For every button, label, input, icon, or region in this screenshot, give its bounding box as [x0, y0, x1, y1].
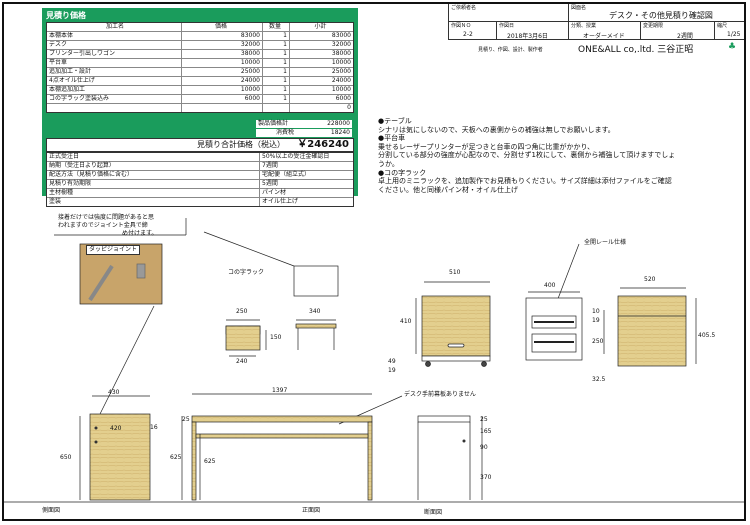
dim-label: 625: [170, 454, 182, 461]
dim-label: 10: [592, 308, 600, 315]
note-line: うか。: [378, 159, 399, 168]
estimate-title: 見積り価格: [46, 11, 86, 20]
dim-label: 32.5: [592, 376, 606, 383]
joint-label: タッピジョイント: [86, 245, 141, 255]
drawing-name-cell: 図面名 デスク・その他見積り確認図: [568, 4, 744, 22]
note-line: 卓上用のミニラックを、追加製作でお見積もりください。サイズ詳細は添付ファイルをご…: [378, 177, 672, 186]
table-row: 塗装オイル仕上げ: [49, 198, 299, 206]
drawing-name: デスク・その他見積り確認図: [609, 11, 713, 20]
grand-total-row: 見積り合計価格（税込） ￥246240: [46, 138, 354, 152]
notes: ●テーブル シナリは気にしないので、天板への裏側からの補強は無しでお願いします。…: [378, 117, 744, 194]
note-line: 乗せるレーザープリンターが足つきと台車の四つ角に比重がかかり、: [378, 142, 595, 151]
client-cell: ご依頼者名: [448, 4, 568, 22]
dim-label: 250: [236, 308, 248, 315]
dim-label: 430: [108, 389, 120, 396]
dim-label: 410: [400, 318, 412, 325]
note-line: シナリは気にしないので、天板への裏側からの補強は無しでお願いします。: [378, 125, 615, 134]
front-view-label: 正面図: [302, 507, 321, 514]
technical-drawing: [4, 218, 744, 503]
dim-label: 250: [592, 338, 604, 345]
product-total-row: 製品価格計 228000: [256, 120, 352, 128]
dim-label: 400: [544, 282, 556, 289]
dim-label: 25: [182, 416, 190, 423]
note-line: ●コの字ラック: [378, 168, 427, 177]
dim-label: 370: [480, 474, 492, 481]
table-row: 主材樹種パイン材: [47, 189, 353, 198]
dim-label: 1397: [272, 387, 288, 394]
dim-label: 420: [110, 425, 122, 432]
note-line: ください。他と同様パイン材・オイル仕上げ: [378, 185, 518, 194]
note-line: ●平台車: [378, 134, 406, 143]
dim-label: 25: [480, 416, 488, 423]
table-header: 加工名 価格 数量 小計: [47, 23, 353, 32]
table-row: 配送方法（見積り価格に含む）宅配便（組立式）: [47, 171, 353, 180]
dim-label: 340: [309, 308, 321, 315]
no-front-panel-label: デスク手前幕板ありません: [404, 391, 476, 398]
tax-row: 消費税 18240: [256, 129, 352, 137]
rail-label: 全開レール仕様: [584, 239, 627, 246]
dim-label: 165: [480, 428, 492, 435]
logo-icon: ♣: [728, 42, 737, 52]
maker-name: ONE&ALL co,.ltd. 三谷正昭: [578, 45, 694, 55]
dim-label: 650: [60, 454, 72, 461]
section-view-label: 断面図: [424, 509, 443, 516]
dim-label: 19: [592, 317, 600, 324]
side-view-label: 側面図: [42, 507, 61, 514]
note-line: 分割している部分の強度が心配なので、分割せず1枚にして、裏側から補強して頂けます…: [378, 151, 676, 160]
maker-role: 見積り、作図、設計、製作者: [478, 47, 543, 53]
dim-label: 510: [449, 269, 461, 276]
dim-label: 625: [204, 458, 216, 465]
dim-label: 405.5: [698, 332, 716, 339]
dim-label: 19: [388, 367, 396, 374]
dim-label: 90: [480, 444, 488, 451]
dim-label: 150: [270, 334, 282, 341]
table-row: 0: [47, 104, 353, 112]
note-line: ●テーブル: [378, 117, 412, 125]
rack-label: コの字ラック: [228, 269, 265, 276]
dim-label: 16: [150, 424, 158, 431]
joint-callout: 接着だけでは強度に問題があると思 われますのでジョイント金具で締 め付けます。: [58, 214, 158, 237]
type-cell: 分類、授業オーダーメイド: [568, 22, 640, 40]
dim-label: 49: [388, 358, 396, 365]
table-row: 納期（受注日より起算）7週間: [47, 162, 353, 171]
dim-label: 240: [236, 358, 248, 365]
dim-label: 520: [644, 276, 656, 283]
grand-total: ￥246240: [297, 139, 349, 150]
